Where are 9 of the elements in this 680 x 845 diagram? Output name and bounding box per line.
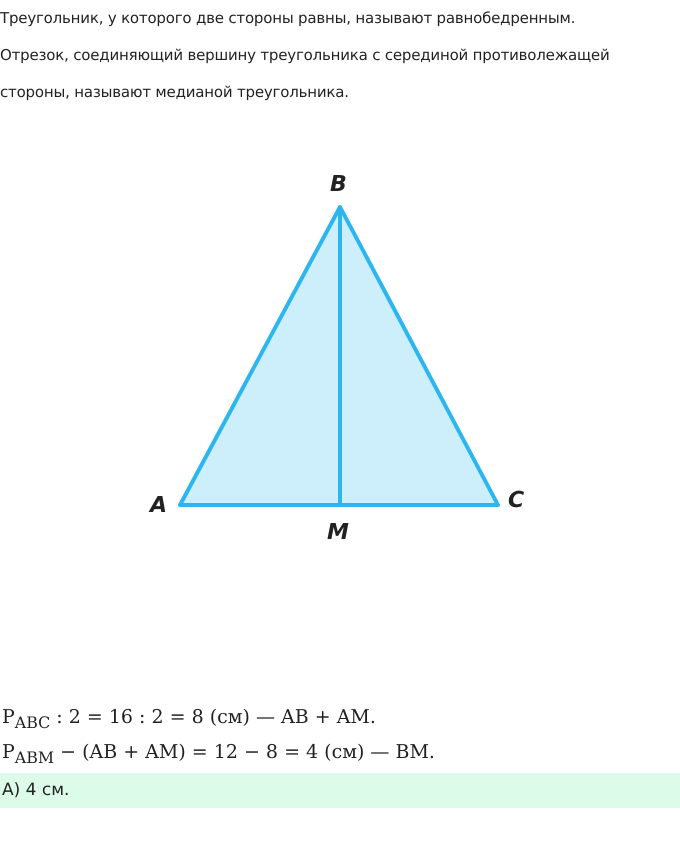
vertex-label: B: [330, 172, 347, 197]
formula-text: P$_{ABM}$ − (AB + AM) = 12 − 8 = 4 (см) — BM.: [2, 741, 435, 767]
definition-text: Треугольник, у которого две стороны равны, называют равнобедренным.: [0, 8, 576, 29]
vertex-label: C: [508, 488, 524, 513]
definition-text: Отрезок, соединяющий вершину треугольника с серединой противолежащей стороны, называют медианой треугольника.: [0, 45, 611, 103]
formula-text: P$_{ABC}$ : 2 = 16 : 2 = 8 (см) — AB + AM.: [2, 706, 376, 732]
point-label: M: [327, 520, 349, 545]
vertex-label: A: [150, 493, 168, 518]
answer-text: А) 4 см.: [0, 773, 680, 808]
